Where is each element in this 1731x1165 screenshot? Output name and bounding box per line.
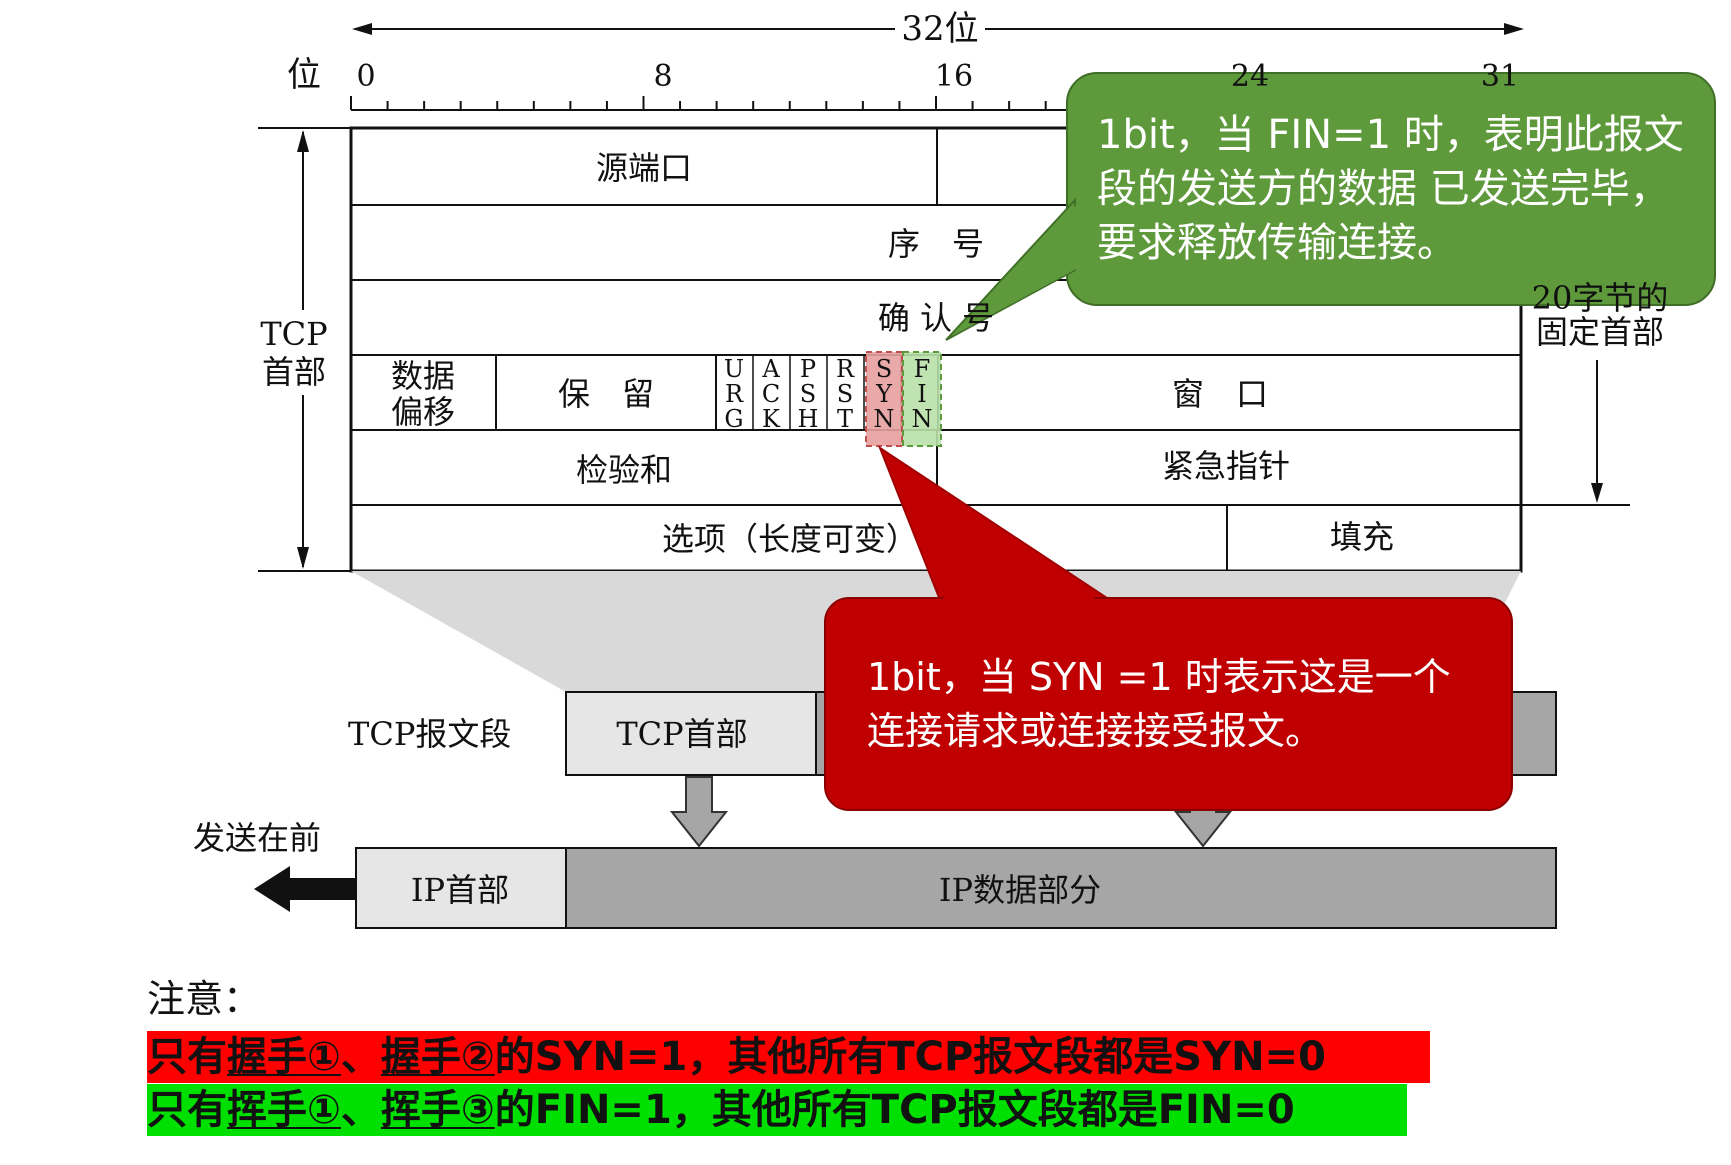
fixed-header-label: 固定首部 bbox=[1535, 313, 1665, 351]
sequence-number-field: 序 号 bbox=[887, 225, 985, 263]
ack-number-field: 确 认 号 bbox=[877, 299, 995, 337]
checksum-field: 检验和 bbox=[575, 451, 673, 489]
handshake-1: 握手① bbox=[227, 1034, 341, 1080]
ruler-tick-16: 16 bbox=[934, 59, 974, 94]
fin-callout-text: 1bit，当 FIN=1 时，表明此报文段的发送方的数据 已发送完毕，要求释放传… bbox=[1097, 112, 1684, 266]
ruler-tick-31: 31 bbox=[1480, 59, 1520, 94]
ip-data-label: IP数据部分 bbox=[938, 871, 1102, 909]
bit-label: 位 bbox=[287, 55, 321, 95]
reserved-field: 保 留 bbox=[557, 375, 655, 413]
ruler-tick-0: 0 bbox=[356, 59, 376, 94]
data-offset-line2: 偏移 bbox=[390, 393, 456, 431]
urgent-pointer-field: 紧急指针 bbox=[1161, 447, 1291, 485]
ruler-tick-8: 8 bbox=[653, 59, 673, 94]
padding-field: 填充 bbox=[1329, 518, 1395, 556]
wave-1: 挥手① bbox=[227, 1087, 341, 1133]
source-port-field: 源端口 bbox=[595, 149, 693, 187]
fixed-bytes-label: 20字节的 bbox=[1531, 279, 1669, 317]
header-label: 首部 bbox=[261, 353, 327, 391]
syn-callout-text: 1bit，当 SYN =1 时表示这是一个连接请求或连接接受报文。 bbox=[867, 655, 1451, 753]
width-32-label: 32位 bbox=[901, 9, 979, 49]
ruler-tick-24: 24 bbox=[1230, 59, 1270, 94]
tcp-segment-label: TCP报文段 bbox=[348, 715, 512, 753]
options-field: 选项（长度可变） bbox=[661, 520, 919, 558]
send-first-label: 发送在前 bbox=[193, 819, 322, 857]
handshake-2: 握手② bbox=[380, 1034, 495, 1080]
wave-3: 挥手③ bbox=[380, 1087, 495, 1133]
note-title: 注意： bbox=[147, 977, 262, 1021]
tcp-header-box-label: TCP首部 bbox=[616, 715, 748, 753]
ip-header-label: IP首部 bbox=[410, 871, 510, 909]
data-offset-line1: 数据 bbox=[390, 357, 456, 395]
note-syn-line: 只有握手①、握手②的SYN=1，其他所有TCP报文段都是SYN=0 bbox=[147, 1031, 1430, 1083]
note-fin-line: 只有挥手①、挥手③的FIN=1，其他所有TCP报文段都是FIN=0 bbox=[147, 1084, 1407, 1136]
window-field: 窗 口 bbox=[1171, 375, 1269, 413]
tcp-label: TCP bbox=[260, 315, 328, 353]
